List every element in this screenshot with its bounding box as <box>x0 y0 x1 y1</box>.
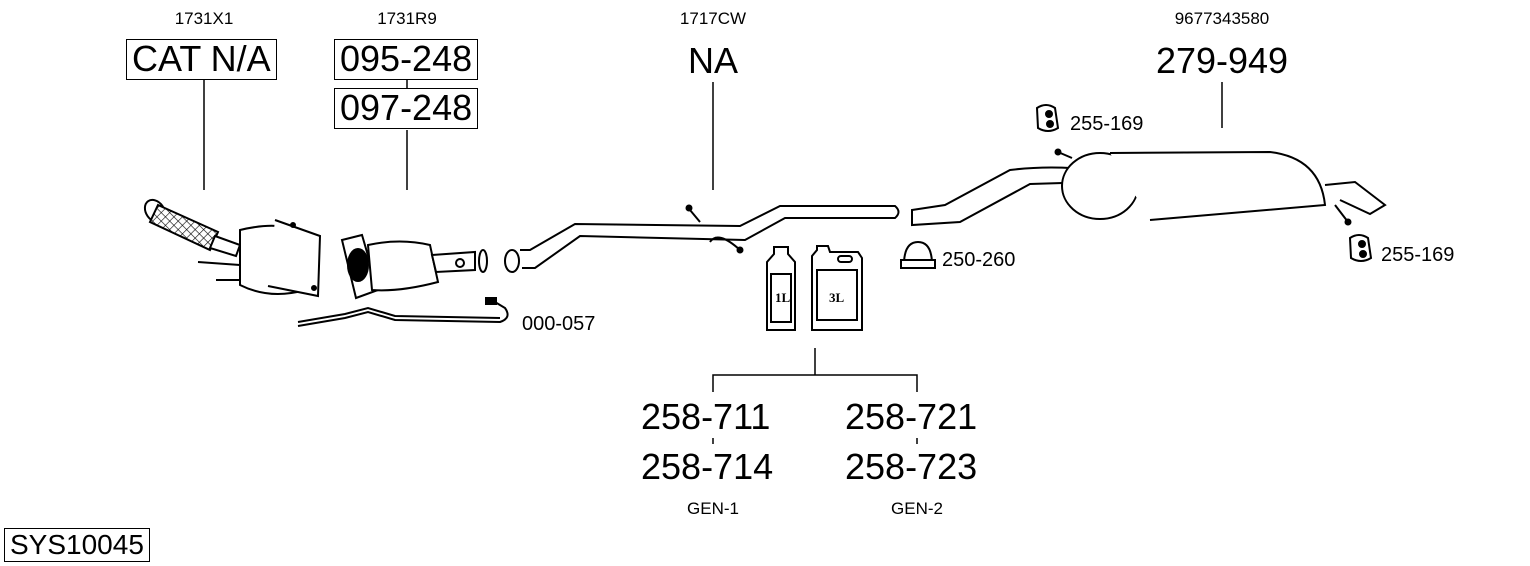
clamp-icon <box>900 240 936 269</box>
oem-code-cat: 1731X1 <box>174 9 234 28</box>
leader-line-fluids-branch <box>712 374 918 392</box>
gen2-code-1[interactable]: 258-721 <box>845 396 978 437</box>
system-id: SYS10045 <box>4 528 150 562</box>
sensor-part-number[interactable]: 000-057 <box>522 313 596 335</box>
gen2-code-2[interactable]: 258-723 <box>845 446 978 487</box>
can-3l-label: 3L <box>829 290 845 305</box>
rear-silencer-drawing <box>911 148 1387 227</box>
rubber-hanger-icon-right <box>1348 234 1373 262</box>
hanger-top-part-number[interactable]: 255-169 <box>1070 113 1144 135</box>
part-number-dpf-1[interactable]: 095-248 <box>334 39 479 80</box>
part-number-cat[interactable]: CAT N/A <box>126 39 277 80</box>
can-1l-label: 1L <box>775 290 791 305</box>
clamp-part-number[interactable]: 250-260 <box>942 249 1016 271</box>
gen2-label: GEN-2 <box>891 499 943 518</box>
part-number-midpipe[interactable]: NA <box>687 40 738 81</box>
hanger-right-part-number[interactable]: 255-169 <box>1381 244 1455 266</box>
middle-pipe-drawing <box>504 204 900 273</box>
gen1-code-2[interactable]: 258-714 <box>641 446 774 487</box>
fluid-can-3l-icon <box>811 245 863 331</box>
particulate-filter-drawing <box>340 233 488 300</box>
part-number-silencer[interactable]: 279-949 <box>1155 40 1289 81</box>
fluid-can-1l-icon <box>766 246 796 331</box>
sensor-pipe-drawing <box>297 297 509 327</box>
catalytic-converter-drawing <box>143 198 322 298</box>
gen1-code-1[interactable]: 258-711 <box>641 396 771 437</box>
oem-code-dpf: 1731R9 <box>377 9 437 28</box>
oem-code-midpipe: 1717CW <box>679 9 747 28</box>
rubber-hanger-icon-top <box>1035 104 1060 132</box>
part-number-dpf-2[interactable]: 097-248 <box>334 88 479 129</box>
gen1-label: GEN-1 <box>687 499 739 518</box>
oem-code-silencer: 9677343580 <box>1174 9 1270 28</box>
